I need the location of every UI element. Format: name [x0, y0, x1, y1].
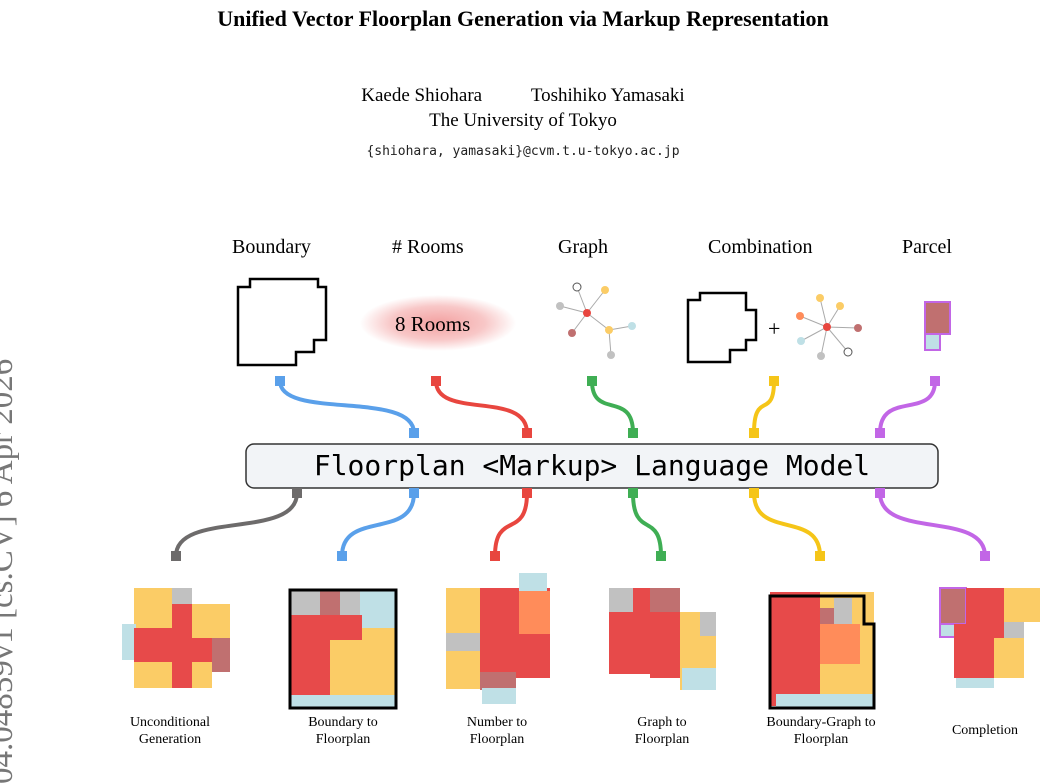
floorplan-completion	[939, 587, 1040, 688]
floorplan-number	[446, 573, 550, 704]
floorplan-boundary	[288, 588, 398, 710]
combination-graph	[796, 294, 862, 360]
paper-title: Unified Vector Floorplan Generation via …	[217, 6, 829, 31]
caption-boundary: Boundary to Floorplan	[263, 714, 423, 748]
floorplan-boundary-graph	[768, 592, 876, 710]
caption-unconditional: Unconditional Generation	[90, 714, 250, 748]
affiliation: The University of Tokyo	[429, 110, 617, 131]
parcel-blue	[924, 333, 941, 351]
caption-completion-line1: Completion	[951, 723, 1019, 738]
authors: Kaede Shiohara Toshihiko Yamasaki	[0, 85, 1046, 107]
caption-boundary-graph-line1: Boundary-Graph to	[766, 715, 876, 730]
caption-completion: Completion	[905, 722, 1046, 739]
caption-boundary-line1: Boundary to	[308, 715, 378, 730]
caption-graph-line2: Floorplan	[634, 732, 690, 747]
caption-unconditional-line2: Generation	[138, 732, 202, 747]
parcel-brown	[924, 301, 951, 335]
floorplan-unconditional	[122, 588, 230, 688]
caption-boundary-graph: Boundary-Graph to Floorplan	[741, 714, 901, 748]
caption-boundary-graph-line2: Floorplan	[793, 732, 849, 747]
caption-number-line1: Number to	[466, 715, 528, 730]
input-label-boundary: Boundary	[232, 236, 311, 258]
author-2: Toshihiko Yamasaki	[530, 85, 685, 106]
combination-boundary-shape	[686, 291, 758, 364]
floorplan-graph	[609, 588, 716, 690]
caption-boundary-line2: Floorplan	[315, 732, 371, 747]
caption-graph: Graph to Floorplan	[582, 714, 742, 748]
rooms-glow	[360, 295, 516, 351]
input-label-combination: Combination	[708, 236, 813, 258]
graph-input	[556, 282, 636, 359]
model-box	[245, 443, 939, 489]
boundary-input-shape	[236, 277, 328, 367]
caption-number-line2: Floorplan	[469, 732, 525, 747]
caption-unconditional-line1: Unconditional	[129, 715, 211, 730]
input-label-graph: Graph	[558, 236, 608, 258]
caption-number: Number to Floorplan	[417, 714, 577, 748]
input-label-parcel: Parcel	[902, 236, 952, 258]
email: {shiohara, yamasaki}@cvm.t.u-tokyo.ac.jp	[366, 144, 680, 159]
author-1: Kaede Shiohara	[361, 85, 483, 106]
plus-sign: +	[768, 316, 780, 341]
caption-graph-line1: Graph to	[637, 715, 687, 730]
model-label: Floorplan <Markup> Language Model	[313, 449, 871, 482]
input-label-rooms: # Rooms	[392, 236, 464, 258]
rooms-count-text: 8 Rooms	[395, 312, 471, 336]
